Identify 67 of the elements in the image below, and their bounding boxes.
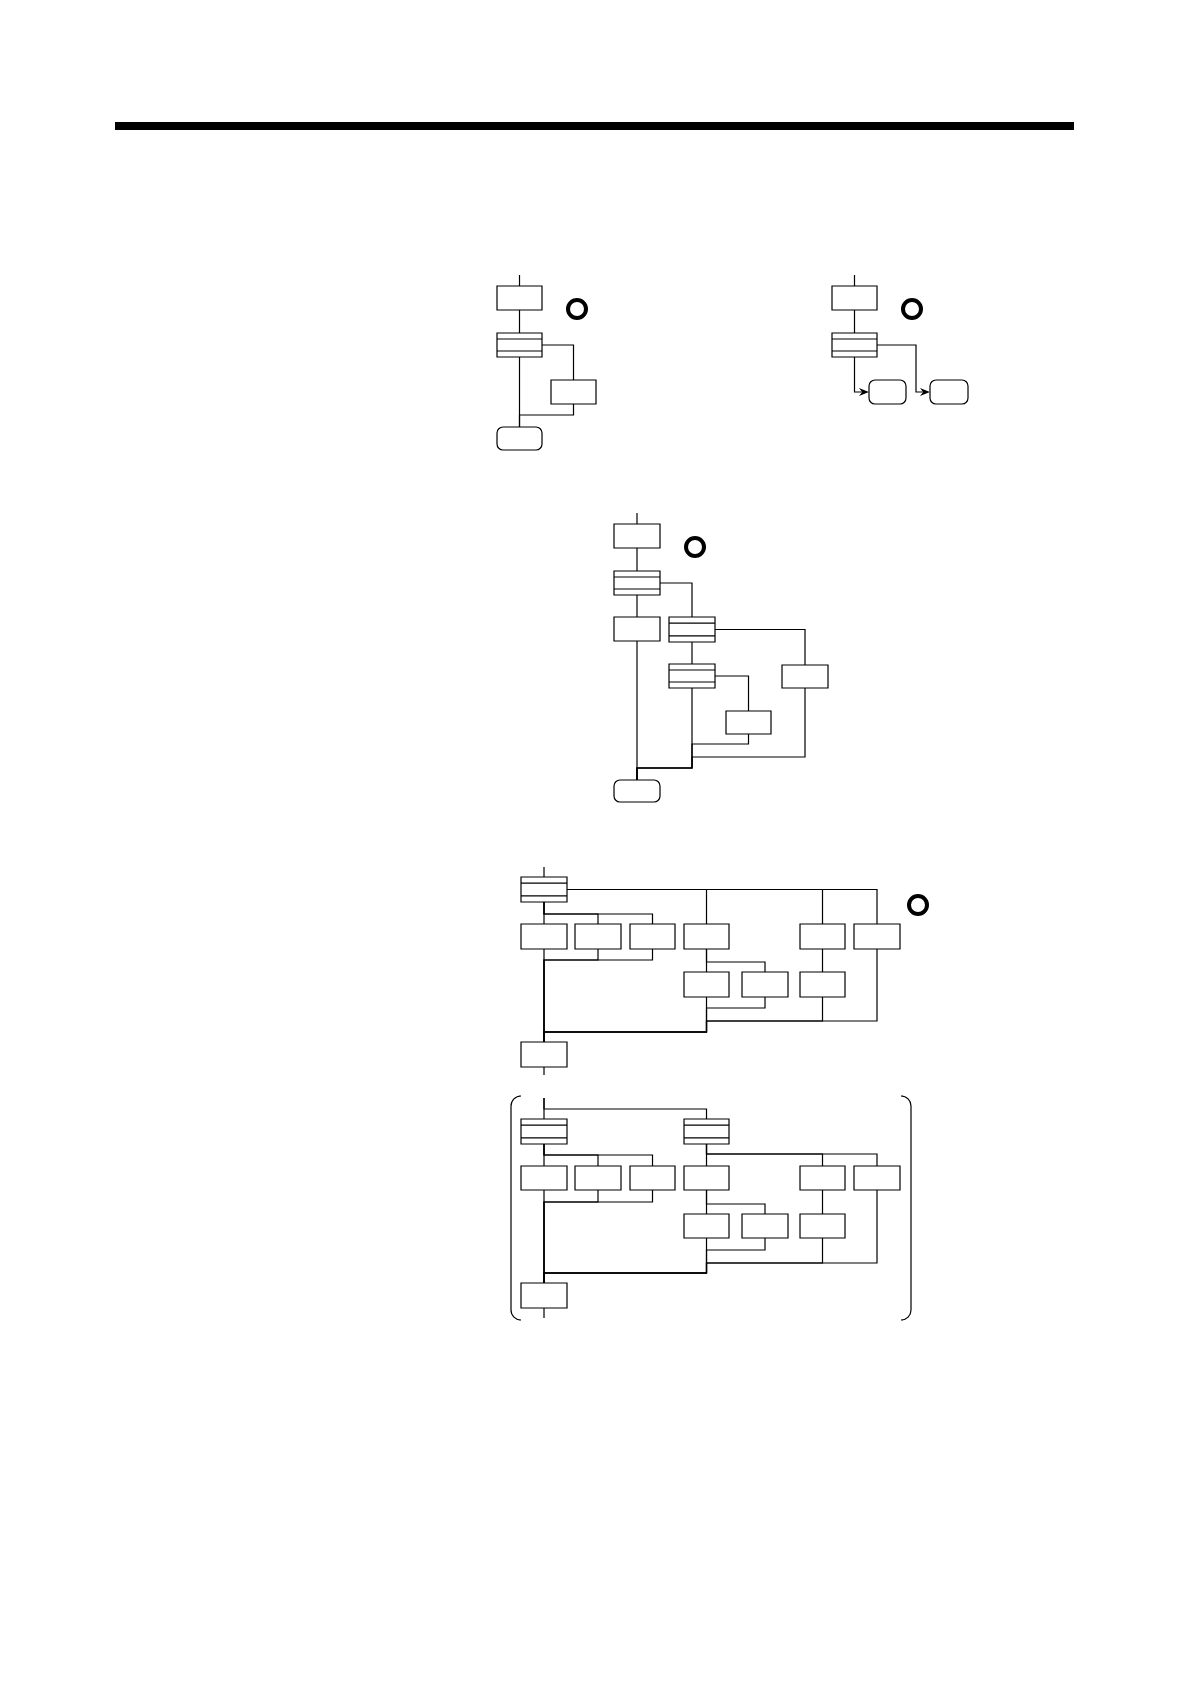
process-box: [613, 523, 661, 549]
process-box: [831, 285, 878, 311]
process-box: [683, 1165, 730, 1191]
process-box: [853, 1165, 901, 1191]
process-box: [574, 1165, 622, 1191]
divided-box: [520, 876, 568, 903]
connector: [518, 403, 575, 428]
process-box: [496, 285, 543, 311]
connector: [705, 1189, 766, 1215]
divided-box: [831, 332, 878, 358]
connector: [821, 948, 824, 973]
process-box: [799, 1165, 846, 1191]
connector: [518, 274, 521, 287]
process-box: [613, 616, 661, 642]
process-box: [550, 379, 597, 405]
connector: [821, 1189, 824, 1215]
process-box: [799, 971, 846, 998]
process-box: [520, 923, 568, 950]
connector: [543, 1143, 654, 1167]
connector: [705, 1143, 878, 1167]
connector: [636, 687, 806, 781]
connector: [714, 628, 806, 666]
process-box: [683, 923, 730, 950]
connector: [543, 1097, 708, 1120]
process-box: [629, 923, 676, 950]
connector: [705, 948, 766, 973]
connector: [636, 512, 638, 525]
connector: [566, 888, 878, 925]
process-box: [725, 710, 772, 735]
connector: [543, 1307, 545, 1319]
process-box: [520, 1165, 568, 1191]
connector: [543, 901, 654, 925]
connector: [853, 274, 856, 287]
divided-box: [613, 570, 661, 596]
process-box: [683, 1213, 730, 1239]
divided-box: [496, 332, 543, 358]
connector: [541, 344, 575, 381]
process-box: [574, 923, 622, 950]
process-box: [799, 1213, 846, 1239]
process-box: [741, 1213, 789, 1239]
connector: [518, 309, 521, 334]
process-box: [741, 971, 789, 998]
rounded-box: [868, 379, 907, 405]
connector: [543, 1189, 878, 1284]
rounded-box: [496, 426, 543, 451]
rounded-box: [929, 379, 969, 405]
connector: [853, 309, 856, 334]
process-box: [520, 1282, 568, 1309]
connector: [636, 594, 638, 618]
connector: [691, 641, 693, 665]
process-box: [853, 923, 901, 950]
divided-box: [520, 1118, 568, 1145]
process-box: [799, 923, 846, 950]
process-box: [781, 664, 829, 689]
connector: [543, 1066, 545, 1076]
divided-box: [668, 663, 716, 689]
process-box: [629, 1165, 676, 1191]
connector: [714, 675, 750, 712]
connector: [543, 948, 878, 1043]
rounded-box: [613, 779, 661, 803]
connector: [636, 547, 638, 572]
connector: [543, 866, 545, 878]
divided-box: [668, 616, 716, 643]
divided-box: [683, 1118, 730, 1145]
process-box: [683, 971, 730, 998]
connector: [659, 582, 693, 618]
process-box: [520, 1041, 568, 1068]
